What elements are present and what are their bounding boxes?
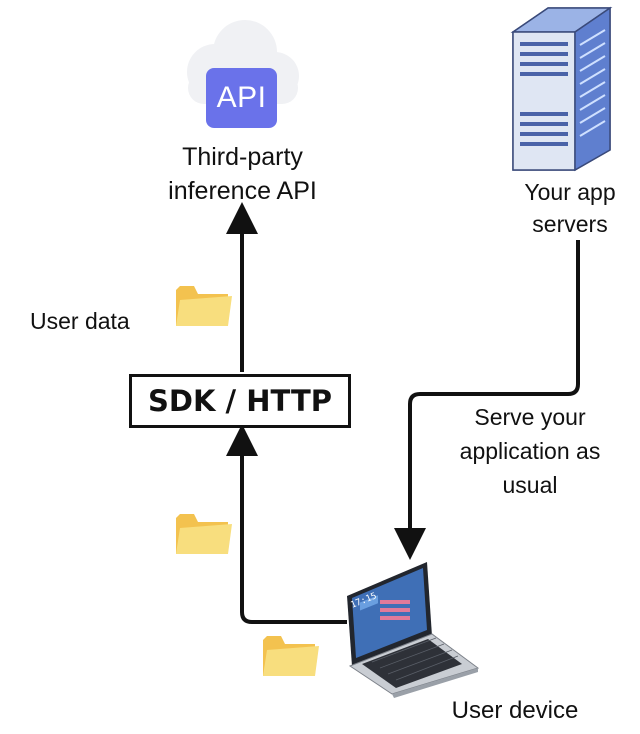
- serve-label-line2: application as: [459, 438, 601, 464]
- servers-label: Your app servers: [510, 176, 630, 240]
- api-badge: API: [206, 68, 277, 128]
- api-label-line2: inference API: [168, 177, 317, 205]
- arrow-device-to-sdk: [226, 424, 347, 624]
- api-label: Third-party inference API: [150, 140, 335, 208]
- laptop-icon: [347, 562, 480, 698]
- serve-label: Serve your application as usual: [440, 400, 620, 502]
- servers-label-line1: Your app: [524, 179, 616, 205]
- folder-icon: [176, 514, 232, 554]
- api-label-line1: Third-party: [182, 143, 303, 171]
- servers-label-line2: servers: [532, 211, 608, 237]
- user-device-label: User device: [451, 697, 579, 724]
- serve-label-line3: usual: [502, 472, 558, 498]
- folder-icon: [176, 286, 232, 326]
- user-data-label: User data: [30, 308, 130, 334]
- sdk-http-box: SDK / HTTP: [129, 374, 351, 428]
- server-rack-icon: [510, 6, 613, 172]
- serve-label-line1: Serve your: [474, 404, 586, 430]
- arrow-servers-to-device: [394, 240, 580, 560]
- folder-icon: [263, 636, 319, 676]
